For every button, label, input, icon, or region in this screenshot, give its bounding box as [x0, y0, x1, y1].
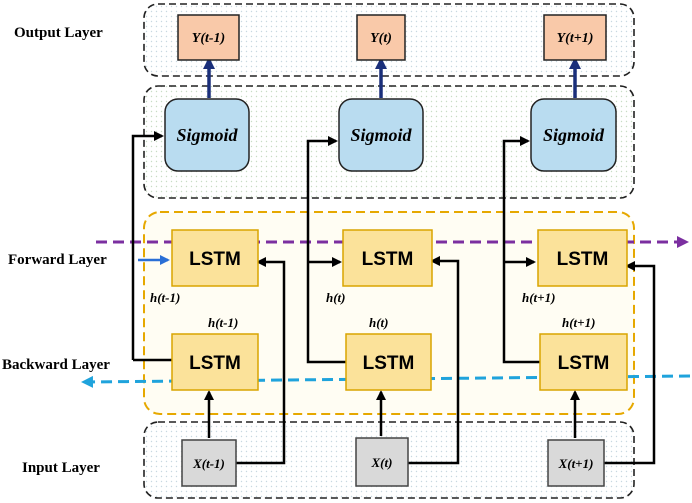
forward-layer-label: Forward Layer — [8, 252, 107, 268]
input-label-2: X(t) — [371, 455, 393, 470]
backward-lstm-1: LSTM — [171, 333, 259, 391]
backward-layer-label: Backward Layer — [2, 357, 110, 373]
sigmoid-node-1: Sigmoid — [164, 98, 250, 172]
forward-lstm-3: LSTM — [537, 229, 628, 287]
sigmoid-label-1: Sigmoid — [176, 125, 238, 145]
forward-lstm-label-3: LSTM — [557, 249, 609, 270]
forward-hidden-label-2: h(t) — [326, 290, 346, 305]
output-layer-label: Output Layer — [14, 25, 103, 41]
connectors — [131, 131, 656, 465]
output-node-2: Y(t) — [356, 14, 406, 61]
forward-hidden-label-1: h(t-1) — [150, 290, 180, 305]
output-label-1: Y(t-1) — [192, 31, 225, 46]
sigmoid-node-3: Sigmoid — [530, 98, 617, 172]
forward-lstm-1: LSTM — [171, 229, 259, 287]
sigmoid-label-3: Sigmoid — [543, 125, 605, 145]
backward-hidden-label-2: h(t) — [369, 315, 389, 330]
backward-lstm-label-2: LSTM — [363, 353, 415, 374]
input-layer-label: Input Layer — [22, 460, 100, 476]
backward-hidden-label-3: h(t+1) — [562, 315, 595, 330]
input-node-3: X(t+1) — [547, 439, 605, 487]
output-node-1: Y(t-1) — [177, 14, 240, 61]
sigmoid-label-2: Sigmoid — [350, 125, 412, 145]
backward-lstm-label-1: LSTM — [189, 353, 241, 374]
forward-lstm-label-1: LSTM — [189, 249, 241, 270]
output-node-3: Y(t+1) — [543, 14, 607, 61]
backward-lstm-label-3: LSTM — [558, 353, 610, 374]
input-label-1: X(t-1) — [192, 456, 225, 471]
input-node-1: X(t-1) — [181, 439, 237, 487]
forward-hidden-label-3: h(t+1) — [522, 290, 555, 305]
forward-lstm-2: LSTM — [342, 229, 433, 287]
output-label-3: Y(t+1) — [557, 31, 594, 46]
backward-hidden-label-1: h(t-1) — [208, 315, 238, 330]
input-label-3: X(t+1) — [558, 456, 594, 471]
forward-lstm-label-2: LSTM — [362, 249, 414, 270]
output-label-2: Y(t) — [370, 31, 392, 46]
sigmoid-node-2: Sigmoid — [338, 98, 424, 172]
backward-lstm-3: LSTM — [539, 333, 628, 391]
backward-lstm-2: LSTM — [345, 333, 432, 391]
input-node-2: X(t) — [355, 437, 409, 487]
